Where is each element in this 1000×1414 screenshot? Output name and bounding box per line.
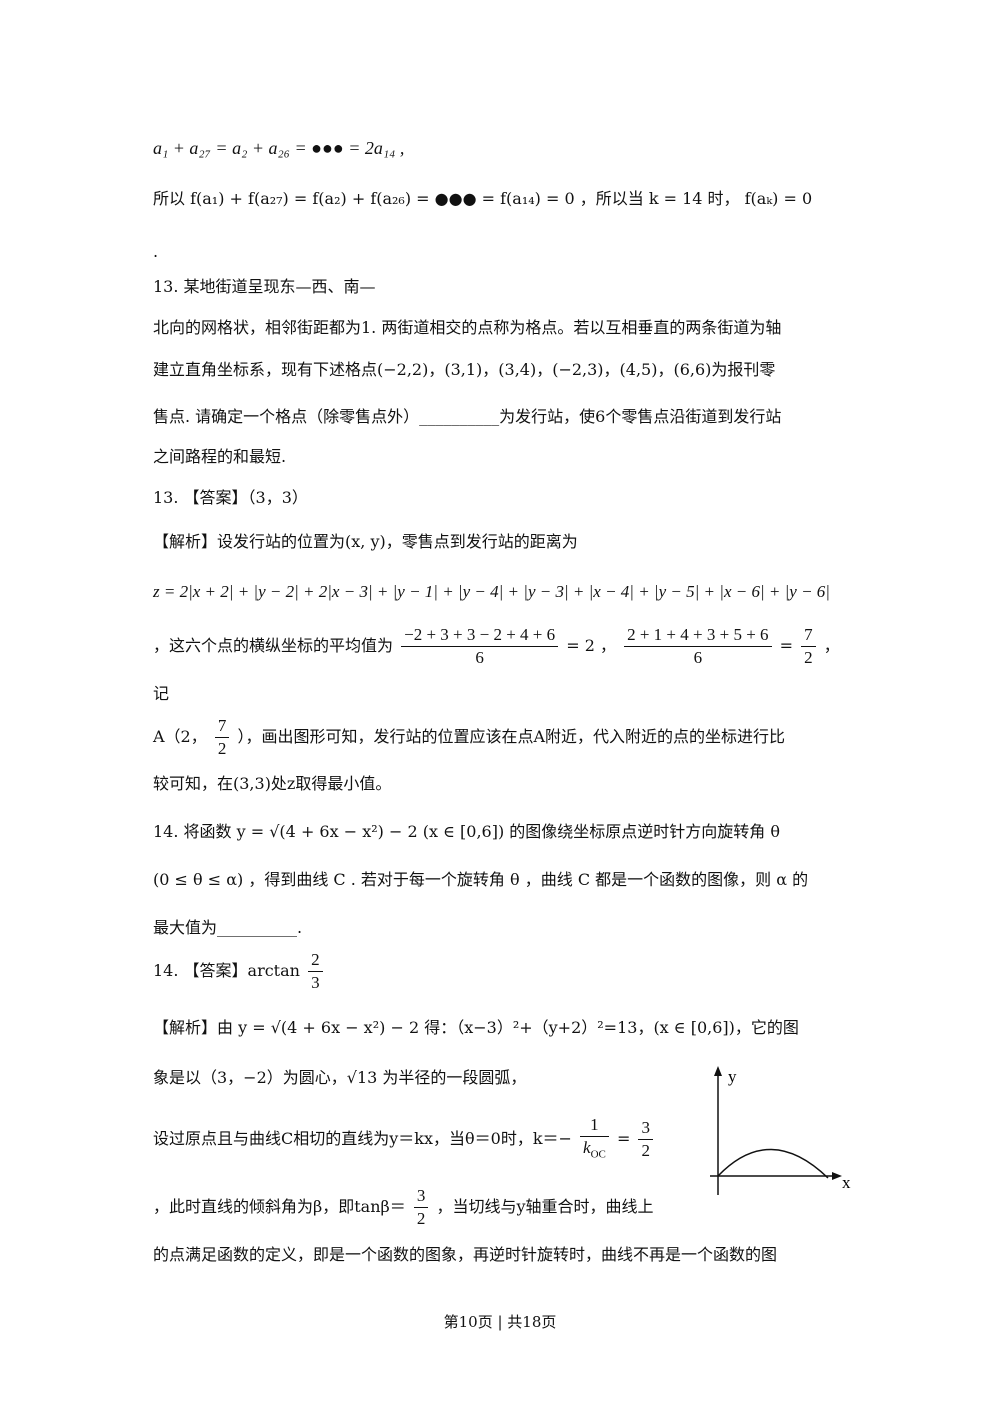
a14-answer-prefix: 14. 【答案】arctan [153,961,300,980]
a13-fraction-x-num: −2 + 3 + 3 − 2 + 4 + 6 [401,624,559,647]
a13-fraction-y-den: 6 [693,648,703,667]
a14-k-den: kOC [580,1137,609,1165]
a14-tangent-prefix: 设过原点且与曲线C相切的直线为y＝kx，当θ＝0时，k＝− [153,1129,572,1149]
a14-final-line: 的点满足函数的定义，即是一个函数的图象，再逆时针旋转时，曲线不再是一个函数的图 [153,1245,778,1264]
q13-text-2: 北向的网格状，相邻街距都为1. 两街道相交的点称为格点。若以互相垂直的两条街道为… [153,318,782,337]
circle-arc [717,1148,829,1179]
a14-tanbeta-prefix: ，此时直线的倾斜角为β，即tanβ＝ [153,1197,406,1216]
q13-text-4: 售点. 请确定一个格点（除零售点外）__________为发行站，使6个零售点沿… [153,407,782,426]
a14-k-value-num: 3 [638,1117,653,1141]
a13-fraction-seven-half: 7 2 [801,624,816,669]
arc-figure: y x [710,1066,851,1195]
a13-fraction-x-den: 6 [475,648,484,667]
a13-A-suffix: ），画出图形可知，发行站的位置应该在点A附近，代入附近的点的坐标进行比 [237,727,785,746]
sequence-equation: a₁ + a₂₇ = a₂ + a₂₆ = ●●● = 2a₁₄ , [153,138,405,158]
a13-eq2: = [779,636,794,655]
a13-seven: 7 [801,624,816,647]
a14-answer-line: 14. 【答案】arctan 2 3 [153,948,326,994]
a14-k-den-k: k [583,1138,591,1157]
x-axis-label: x [842,1173,851,1192]
a13-A-fraction: 7 2 [214,715,230,760]
a13-conclusion: 较可知，在(3,3)处z取得最小值。 [153,774,392,793]
a14-answer-num: 2 [308,949,323,972]
x-axis-arrow [832,1172,842,1180]
page-footer: 第10页 | 共18页 [443,1313,557,1331]
a14-tanbeta-suffix: ，当切线与y轴重合时，曲线上 [436,1197,654,1216]
a13-point-A-line: A（2， 7 2 ），画出图形可知，发行站的位置应该在点A附近，代入附近的点的坐… [153,714,785,760]
a13-fraction-y: 2 + 1 + 4 + 3 + 5 + 6 6 [624,624,772,669]
q13-text-1: 13. 某地街道呈现东—西、南— [153,277,376,296]
a14-k-fraction: 1 kOC [580,1114,609,1165]
a13-average-line: ，这六个点的横纵坐标的平均值为 −2 + 3 + 3 − 2 + 4 + 6 6… [153,623,840,669]
a13-comma: ， [823,636,840,655]
a14-analysis: 【解析】由 y = √(4 + 6x − x²) − 2 得：（x−3）²+（y… [153,1018,799,1037]
a13-average-prefix: ，这六个点的横纵坐标的平均值为 [153,636,394,655]
a14-answer-den: 3 [311,973,320,992]
a13-analysis: 【解析】设发行站的位置为(x, y)，零售点到发行站的距离为 [153,532,578,551]
a14-tanbeta-num: 3 [413,1185,429,1208]
a13-A-prefix: A（2， [153,727,207,746]
a13-ji: 记 [153,684,170,703]
q13-text-3: 建立直角坐标系，现有下述格点(−2,2)，(3,1)，(3,4)，(−2,3)，… [153,360,776,379]
q14-text-3: 最大值为__________. [153,918,303,937]
a13-answer: 13. 【答案】（3，3） [153,488,308,507]
a13-z-expression: z = 2|x + 2| + |y − 2| + 2|x − 3| + |y −… [153,582,830,601]
y-axis-arrow [714,1066,722,1076]
stray-period: . [153,242,159,261]
a14-tanbeta-line: ，此时直线的倾斜角为β，即tanβ＝ 3 2 ，当切线与y轴重合时，曲线上 [153,1184,654,1230]
a14-tanbeta-fraction: 3 2 [413,1185,429,1230]
a14-k-num: 1 [580,1114,609,1137]
a13-eq1: = 2 ， [566,636,616,655]
q14-text-2: (0 ≤ θ ≤ α) ，得到曲线 C . 若对于每一个旋转角 θ ，曲线 C … [153,870,809,889]
a14-k-eq: = [616,1129,631,1149]
a13-two: 2 [804,648,813,667]
a14-tanbeta-den: 2 [416,1209,426,1228]
a14-k-value: 3 2 [638,1117,653,1162]
a14-k-den-sub: OC [590,1148,606,1161]
a14-k-value-den: 2 [641,1141,650,1161]
a13-fraction-x: −2 + 3 + 3 − 2 + 4 + 6 6 [401,624,559,669]
a13-fraction-y-num: 2 + 1 + 4 + 3 + 5 + 6 [624,624,772,647]
function-sum-line: 所以 f(a₁) + f(a₂₇) = f(a₂) + f(a₂₆) = ●●●… [153,189,813,208]
a14-circle-desc: 象是以（3，−2）为圆心，√13 为半径的一段圆弧， [153,1068,527,1087]
a14-answer-fraction: 2 3 [308,949,323,994]
q14-text-1: 14. 将函数 y = √(4 + 6x − x²) − 2 (x ∈ [0,6… [153,822,780,841]
y-axis-label: y [728,1067,737,1086]
q13-text-5: 之间路程的和最短. [153,447,287,466]
a14-tangent-line: 设过原点且与曲线C相切的直线为y＝kx，当θ＝0时，k＝− 1 kOC = 3 … [153,1114,656,1165]
a13-A-num: 7 [214,715,230,738]
a13-A-den: 2 [217,739,227,758]
